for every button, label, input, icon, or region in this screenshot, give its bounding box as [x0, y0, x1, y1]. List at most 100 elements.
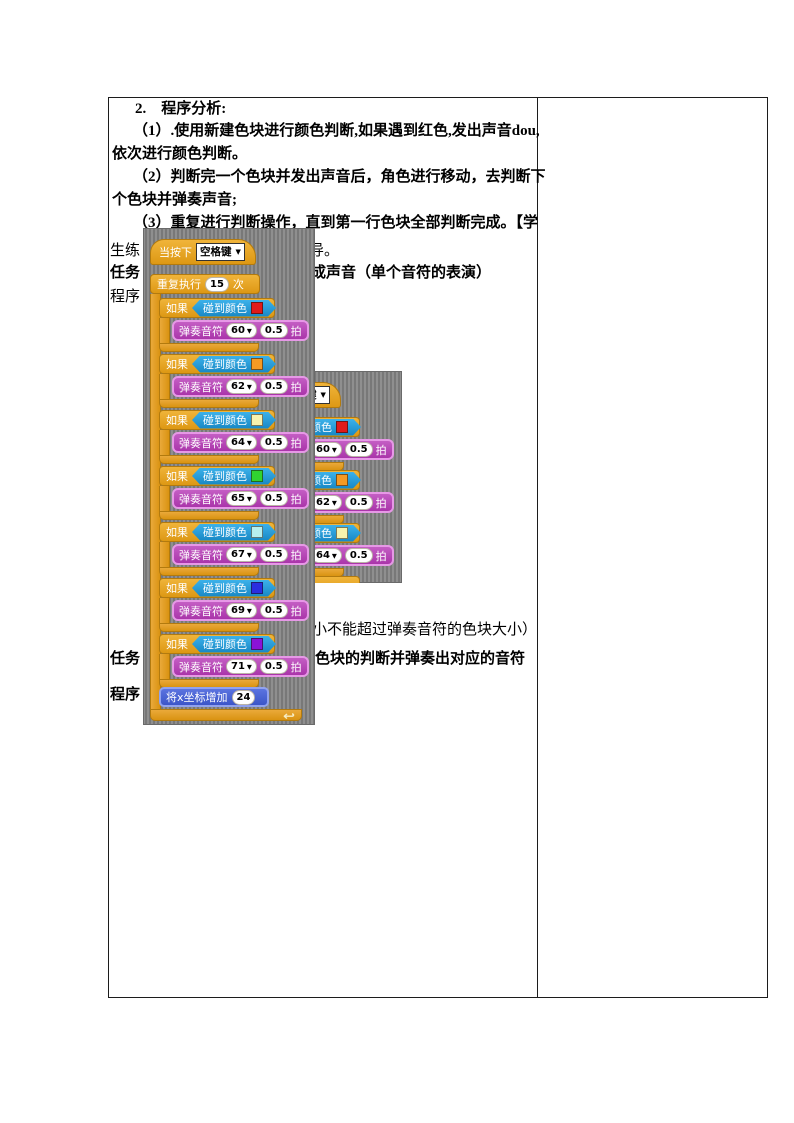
touch-color-condition: 碰到颜色 — [192, 636, 276, 653]
beats-value: 0.5 — [259, 435, 288, 450]
if-label: 如果 — [166, 358, 188, 371]
hat-when-label: 当按下 — [159, 246, 192, 259]
color-swatch — [251, 414, 263, 426]
color-swatch — [336, 527, 348, 539]
if-label: 如果 — [166, 638, 188, 651]
loop-arrow-icon: ↩ — [282, 709, 296, 723]
dropdown-caret-icon: ▼ — [246, 438, 252, 447]
note-value: 65 — [231, 493, 245, 504]
dropdown-caret-icon: ▼ — [246, 382, 252, 391]
if-block-bottom-bar — [159, 455, 259, 464]
if-block-header: 如果 碰到颜色 — [159, 354, 275, 374]
beat-unit-label: 拍 — [290, 324, 302, 338]
beat-unit-label: 拍 — [290, 380, 302, 394]
beat-unit-label: 拍 — [375, 496, 387, 510]
repeat-count-number: 15 — [210, 278, 224, 290]
note-value: 71 — [231, 661, 245, 672]
if-block-header: 如果碰到颜色 — [159, 466, 275, 486]
document-text-line: 小不能超过弹奏音符的色块大小） — [312, 622, 538, 638]
dropdown-caret-icon: ▼ — [246, 662, 252, 671]
play-note-label: 弹奏音符 — [179, 548, 223, 562]
play-note-label: 弹奏音符 — [179, 436, 223, 450]
beats-number: 0.5 — [264, 325, 283, 336]
beats-number: 0.5 — [264, 493, 283, 504]
beat-unit-label: 拍 — [290, 660, 302, 674]
document-text-line: （2）判断完一个色块并发出声音后，角色进行移动，去判断下 — [133, 169, 546, 185]
touch-color-label: 碰到颜色 — [203, 302, 247, 315]
document-text-line: 2. 程序分析: — [135, 101, 227, 117]
if-block-left-arm — [159, 374, 170, 400]
note-value: 64 — [316, 550, 330, 561]
dropdown-caret-icon: ▼ — [331, 551, 337, 560]
document-text-line: 生练 — [110, 243, 141, 259]
color-swatch — [251, 302, 263, 314]
play-note-label: 弹奏音符 — [179, 324, 223, 338]
if-block-left-arm — [159, 598, 170, 624]
note-value: 67 — [231, 549, 245, 560]
dropdown-caret-icon: ▼ — [246, 550, 252, 559]
change-x-number: 24 — [236, 691, 251, 703]
if-block-header: 如果碰到颜色 — [159, 522, 275, 542]
beats-value: 0.5 — [344, 495, 373, 510]
beats-number: 0.5 — [264, 661, 283, 672]
note-dropdown: 60▼ — [226, 323, 257, 338]
beat-unit-label: 拍 — [375, 443, 387, 457]
document-text-line: （1）.使用新建色块进行颜色判断,如果遇到红色,发出声音dou, — [133, 123, 540, 139]
beats-value: 0.5 — [344, 548, 373, 563]
note-dropdown: 62▼ — [226, 379, 257, 394]
if-block-header: 如果 碰到颜色 — [159, 634, 275, 654]
play-note-label: 弹奏音符 — [179, 604, 223, 618]
touch-color-condition: 碰到颜色 — [192, 356, 276, 373]
beats-number: 0.5 — [264, 381, 283, 392]
beats-number: 0.5 — [349, 550, 368, 561]
document-text-line: 程序 — [110, 289, 141, 305]
document-text-line: 导。 — [309, 243, 340, 259]
beats-value: 0.5 — [259, 323, 288, 338]
note-value: 62 — [316, 497, 330, 508]
beat-unit-label: 拍 — [290, 604, 302, 618]
dropdown-caret-icon: ▼ — [246, 326, 252, 335]
if-block-bottom-bar — [159, 399, 259, 408]
if-block-bottom-bar — [159, 623, 259, 632]
color-swatch — [251, 638, 263, 650]
if-block-left-arm — [159, 542, 170, 568]
color-swatch — [251, 526, 263, 538]
if-block-header: 如果碰到颜色 — [159, 410, 275, 430]
dropdown-caret-icon: ▼ — [235, 247, 241, 256]
if-block-header: 如果碰到颜色 — [159, 298, 275, 318]
note-value: 64 — [231, 437, 245, 448]
document-text-line: 个色块并弹奏声音; — [112, 192, 237, 208]
beats-value: 0.5 — [259, 547, 288, 562]
touch-color-condition: 碰到颜色 — [192, 524, 276, 541]
note-dropdown: 71▼ — [226, 659, 257, 674]
document-text-line: 任务 — [110, 265, 141, 281]
note-dropdown: 69▼ — [226, 603, 257, 618]
note-dropdown: 64▼ — [226, 435, 257, 450]
beat-unit-label: 拍 — [290, 492, 302, 506]
touch-color-label: 碰到颜色 — [203, 358, 247, 371]
dropdown-caret-icon: ▼ — [320, 390, 326, 399]
beat-unit-label: 拍 — [375, 549, 387, 563]
note-dropdown: 64▼ — [311, 548, 342, 563]
dropdown-caret-icon: ▼ — [331, 498, 337, 507]
color-swatch — [336, 421, 348, 433]
key-dropdown: 空格键▼ — [196, 243, 245, 261]
touch-color-label: 碰到颜色 — [203, 582, 247, 595]
beat-unit-label: 拍 — [290, 548, 302, 562]
note-dropdown: 60▼ — [311, 442, 342, 457]
repeat-times-label: 次 — [232, 278, 244, 291]
touch-color-label: 碰到颜色 — [203, 638, 247, 651]
color-swatch — [251, 582, 263, 594]
note-dropdown: 65▼ — [226, 491, 257, 506]
if-block-bottom-bar — [159, 511, 259, 520]
touch-color-label: 碰到颜色 — [203, 414, 247, 427]
beat-unit-label: 拍 — [290, 436, 302, 450]
beats-number: 0.5 — [349, 497, 368, 508]
